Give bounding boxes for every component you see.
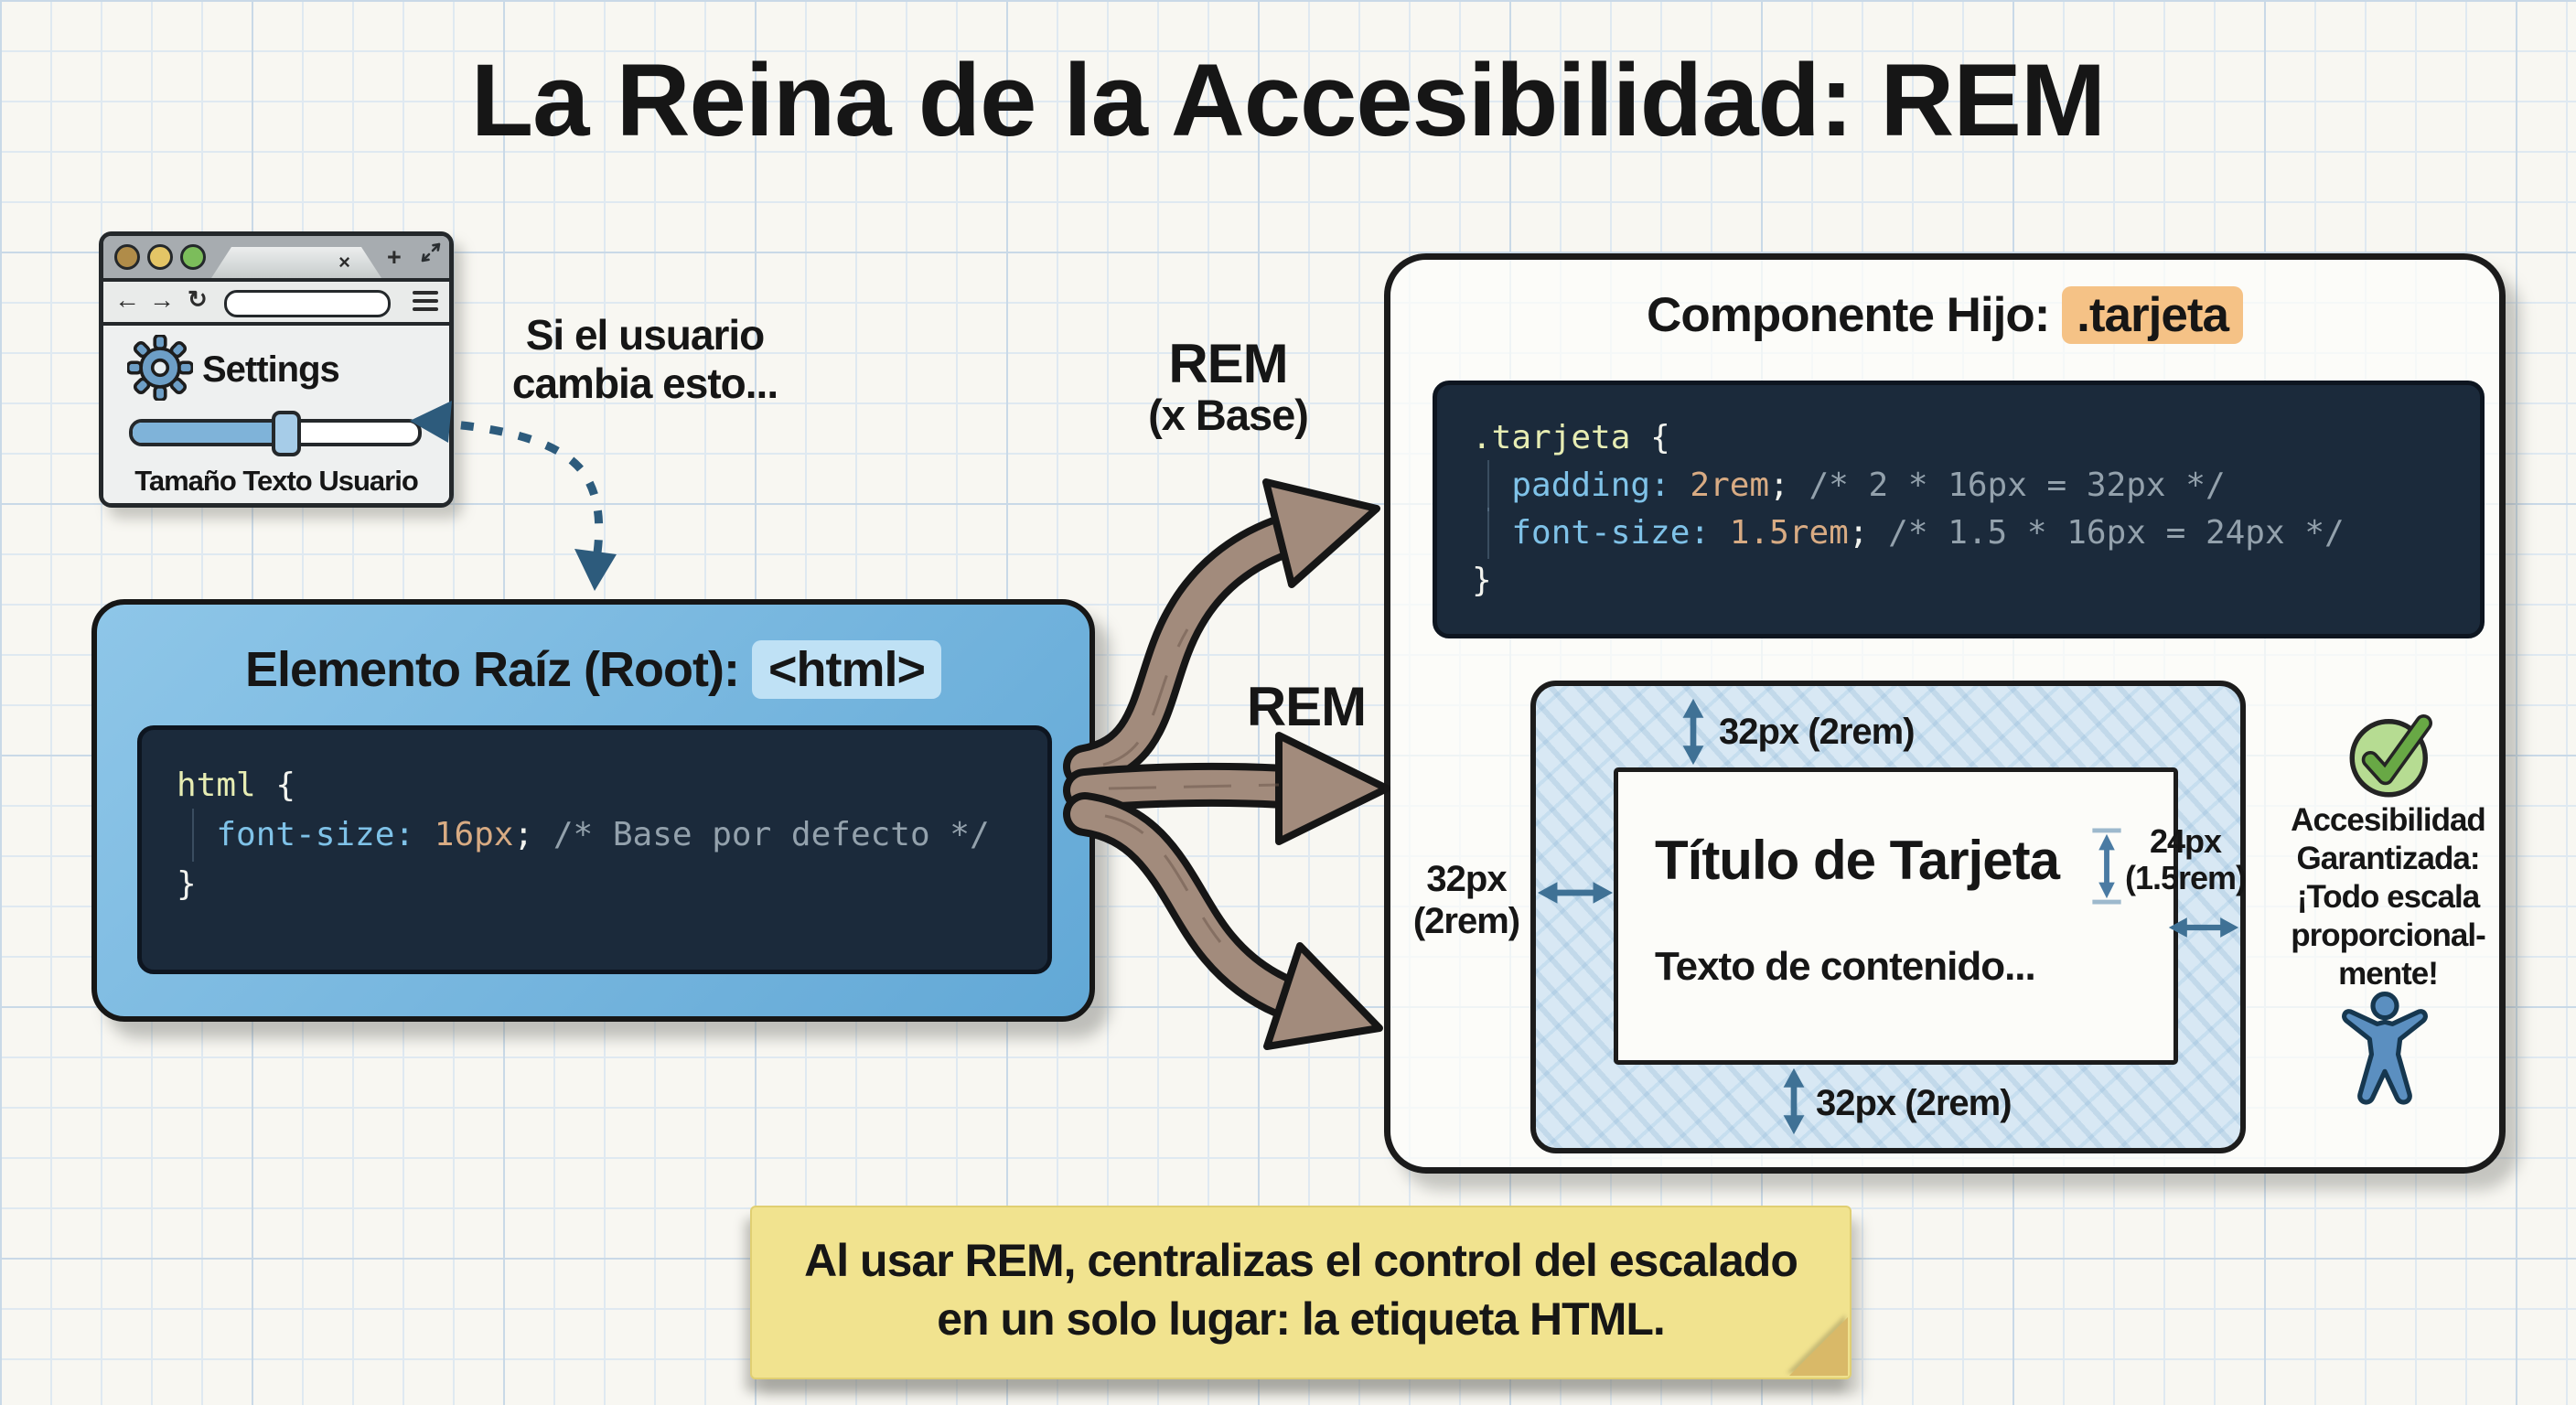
code-line: } <box>177 860 1013 909</box>
font-size-rem: (1.5rem) <box>2124 859 2247 896</box>
back-icon: ← <box>114 285 140 314</box>
padding-bottom-arrow <box>1783 1067 1805 1135</box>
code-comment: /* Base por defecto */ <box>533 816 990 853</box>
font-size-label: 24px (1.5rem) <box>2121 823 2249 896</box>
code-line: font-size: 1.5rem; /* 1.5 * 16px = 24px … <box>1472 508 2445 559</box>
browser-window: × + ← → ↻ <box>99 231 454 508</box>
accessibility-person-icon <box>2342 992 2428 1105</box>
settings-label: Settings <box>202 349 340 390</box>
code-brace: { <box>1630 419 1670 456</box>
tarjeta-class-chip: .tarjeta <box>2062 286 2243 344</box>
benefit-line: Garantizada: <box>2296 841 2481 876</box>
code-property: padding: <box>1511 467 1670 504</box>
code-semicolon: ; <box>1848 514 1869 552</box>
padding-left-rem: (2rem) <box>1412 901 1520 941</box>
code-line: padding: 2rem; /* 2 * 16px = 32px */ <box>1472 460 2445 511</box>
sticky-note: Al usar REM, centralizas el control del … <box>750 1206 1852 1379</box>
rem-label-top: REM (x Base) <box>1130 335 1326 437</box>
rem-flow-arrows <box>1063 478 1390 1050</box>
code-brace: } <box>1472 562 1492 599</box>
forward-icon: → <box>149 285 175 314</box>
code-value: 2rem <box>1669 467 1770 504</box>
code-value: 16px <box>414 816 514 853</box>
child-header-text: Componente Hijo: <box>1647 288 2050 342</box>
window-expand-icon <box>421 242 441 263</box>
benefit-line: mente! <box>2338 956 2439 992</box>
rem-label-top-text: REM <box>1168 333 1288 394</box>
code-selector: .tarjeta <box>1472 419 1631 456</box>
titlebar-dot-1 <box>114 244 140 270</box>
note-fold-corner <box>1789 1317 1848 1376</box>
benefit-line: proporcional- <box>2291 917 2486 953</box>
refresh-icon: ↻ <box>188 285 208 313</box>
code-line: html { <box>177 761 1013 810</box>
padding-left-label: 32px (2rem) <box>1407 858 1526 942</box>
padding-right-arrow <box>2168 917 2239 938</box>
tab-close-icon: × <box>338 251 350 273</box>
rem-flow-arrow-bottom <box>1063 792 1306 1019</box>
code-line: .tarjeta { <box>1472 414 2445 462</box>
sticky-note-line1: Al usar REM, centralizas el control del … <box>804 1235 1798 1286</box>
padding-left-arrow <box>1537 882 1614 904</box>
code-brace: } <box>177 865 197 903</box>
menu-icon <box>413 291 438 316</box>
html-tag-chip: <html> <box>751 640 942 699</box>
sticky-note-text: Al usar REM, centralizas el control del … <box>752 1231 1850 1348</box>
root-header-text: Elemento Raíz (Root): <box>244 642 740 697</box>
code-property: font-size: <box>1511 514 1711 552</box>
user-change-note: Si el usuario cambia esto... <box>494 311 796 408</box>
check-circle-icon <box>2349 714 2432 798</box>
user-change-note-line1: Si el usuario <box>525 311 766 359</box>
code-brace: { <box>255 767 296 804</box>
child-panel-header: Componente Hijo: .tarjeta <box>1390 286 2499 344</box>
browser-tab: × <box>211 247 381 278</box>
window-content: Settings Tamaño Texto Usuario <box>103 326 449 503</box>
padding-top-label: 32px (2rem) <box>1719 712 1916 752</box>
gear-icon <box>127 335 193 401</box>
child-component-panel: Componente Hijo: .tarjeta .tarjeta { pad… <box>1384 253 2506 1174</box>
slider-fill <box>133 423 286 443</box>
card-diagram: Título de Tarjeta Texto de contenido... … <box>1530 681 2249 1153</box>
slider-handle <box>272 411 301 456</box>
code-value: 1.5rem <box>1710 514 1849 552</box>
code-comment: /* 2 * 16px = 32px */ <box>1788 467 2226 504</box>
window-titlebar: × + <box>103 236 449 282</box>
padding-left-value: 32px <box>1426 859 1507 899</box>
root-code-block: html { font-size: 16px; /* Base por defe… <box>137 725 1052 974</box>
url-bar <box>224 290 391 317</box>
card-title: Título de Tarjeta <box>1655 830 2060 891</box>
window-navbar: ← → ↻ <box>103 282 449 326</box>
child-code-block: .tarjeta { padding: 2rem; /* 2 * 16px = … <box>1433 381 2485 638</box>
padding-bottom-label: 32px (2rem) <box>1816 1083 2012 1123</box>
card-inner-box: Título de Tarjeta Texto de contenido... <box>1614 767 2178 1065</box>
font-size-arrow <box>2092 828 2121 905</box>
titlebar-dot-3 <box>180 244 206 270</box>
rem-label-mid: REM <box>1246 676 1367 737</box>
text-size-slider <box>129 411 422 456</box>
code-comment: /* 1.5 * 16px = 24px */ <box>1868 514 2345 552</box>
code-selector: html <box>177 767 256 804</box>
benefit-line: Accesibilidad <box>2291 802 2486 838</box>
padding-top-arrow <box>1682 698 1704 766</box>
code-semicolon: ; <box>513 816 534 853</box>
root-box-header: Elemento Raíz (Root): <html> <box>97 640 1089 699</box>
benefit-line: ¡Todo escala <box>2296 879 2480 915</box>
new-tab-icon: + <box>387 243 402 271</box>
code-line: } <box>1472 557 2445 605</box>
slider-label: Tamaño Texto Usuario <box>134 465 419 497</box>
benefit-text: Accesibilidad Garantizada: ¡Todo escala … <box>2258 801 2518 993</box>
card-content: Texto de contenido... <box>1655 944 2036 989</box>
code-semicolon: ; <box>1769 467 1789 504</box>
code-property: font-size: <box>216 816 415 853</box>
rem-flow-arrow-middle <box>1063 762 1306 812</box>
code-line: font-size: 16px; /* Base por defecto */ <box>177 809 1013 862</box>
rem-label-top-sub: (x Base) <box>1148 391 1309 439</box>
titlebar-dot-2 <box>147 244 173 270</box>
user-change-note-line2: cambia esto... <box>511 359 778 407</box>
sticky-note-line2: en un solo lugar: la etiqueta HTML. <box>937 1293 1666 1345</box>
page-title: La Reina de la Accesibilidad: REM <box>470 43 2106 157</box>
font-size-value: 24px <box>2149 822 2222 860</box>
root-element-box: Elemento Raíz (Root): <html> html { font… <box>91 599 1095 1022</box>
